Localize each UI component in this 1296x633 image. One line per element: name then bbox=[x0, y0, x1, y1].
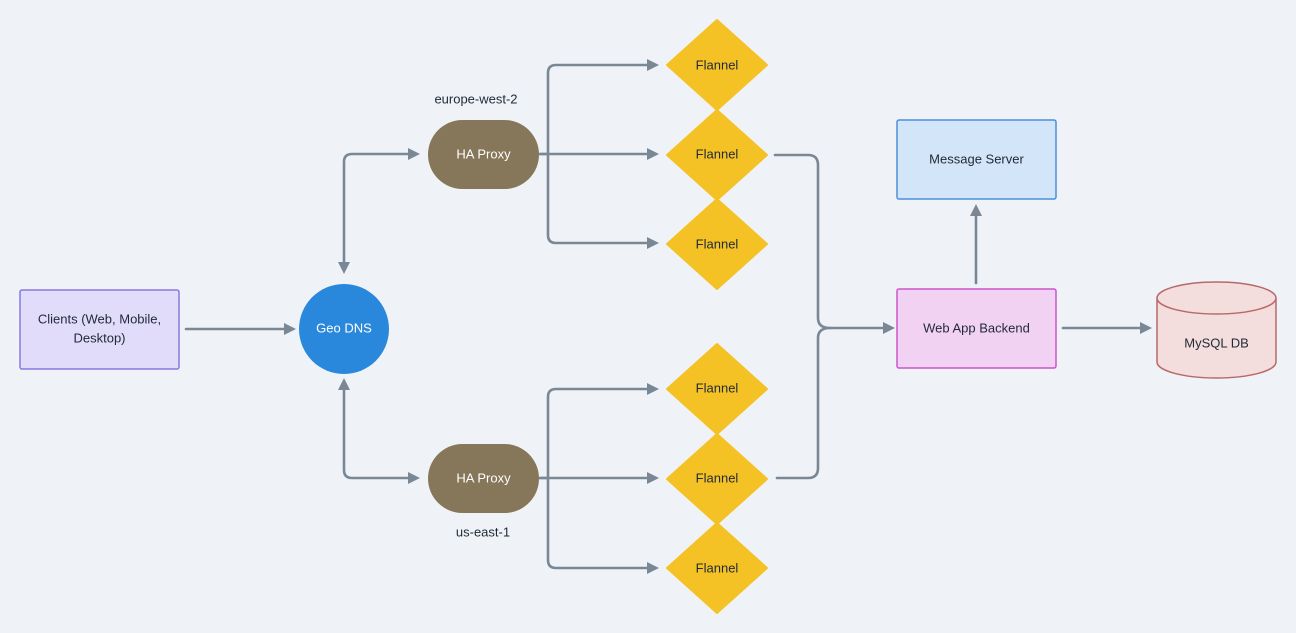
flannel-node-4: Flannel bbox=[666, 343, 768, 435]
clients-box bbox=[19, 289, 180, 370]
flannel-label-3: Flannel bbox=[696, 236, 739, 251]
edge-geo-dns-to-ha-proxy-us bbox=[342, 388, 410, 480]
ha-proxy-europe-label: HA Proxy bbox=[456, 146, 511, 161]
arrowhead-message-server bbox=[970, 204, 982, 216]
arrowhead-mysql bbox=[1140, 322, 1152, 334]
edge-geo-dns-to-ha-proxy-europe bbox=[342, 152, 410, 264]
arrowhead-geo-dns-down bbox=[338, 378, 350, 390]
ha-proxy-europe-pill bbox=[428, 120, 539, 189]
arrowhead-flannel-6 bbox=[647, 562, 659, 574]
flannel-diamond-3 bbox=[666, 198, 768, 290]
ha-proxy-europe-node: HA Proxy bbox=[428, 120, 539, 189]
arrowhead-flannel-3 bbox=[647, 237, 659, 249]
flannel-label-6: Flannel bbox=[696, 560, 739, 575]
geo-dns-label: Geo DNS bbox=[316, 320, 372, 335]
arrowhead-flannel-1 bbox=[647, 59, 659, 71]
flannel-node-6: Flannel bbox=[666, 522, 768, 614]
flannel-label-5: Flannel bbox=[696, 470, 739, 485]
arrowhead-flannel-5 bbox=[647, 472, 659, 484]
ha-proxy-us-pill bbox=[428, 444, 539, 513]
mysql-db-cylinder-top bbox=[1156, 281, 1277, 315]
flannel-node-1: Flannel bbox=[666, 19, 768, 111]
flannel-label-4: Flannel bbox=[696, 380, 739, 395]
geo-dns-circle bbox=[299, 284, 389, 374]
flannel-diamond-6 bbox=[666, 522, 768, 614]
flannel-label-1: Flannel bbox=[696, 57, 739, 72]
message-server-label: Message Server bbox=[929, 151, 1024, 166]
clients-label-line-1: Clients (Web, Mobile, bbox=[38, 311, 161, 326]
arrowhead-backend bbox=[883, 322, 895, 334]
clients-label-line-2: Desktop) bbox=[73, 330, 125, 345]
ha-proxy-us-node: HA Proxy bbox=[428, 444, 539, 513]
edge-flannel-2-to-backend bbox=[773, 153, 885, 330]
clients-node: Clients (Web, Mobile, Desktop) bbox=[19, 289, 180, 370]
mysql-db-label: MySQL DB bbox=[1184, 335, 1249, 350]
ha-proxy-us-label: HA Proxy bbox=[456, 470, 511, 485]
flannel-node-2: Flannel bbox=[666, 109, 768, 201]
edge-ha-proxy-us-to-flannel-6 bbox=[546, 476, 649, 570]
connectors bbox=[184, 59, 1152, 574]
arrowhead-ha-proxy-us bbox=[408, 472, 420, 484]
flannel-label-2: Flannel bbox=[696, 146, 739, 161]
mysql-db-node: MySQL DB bbox=[1156, 281, 1277, 379]
geo-dns-node: Geo DNS bbox=[299, 284, 389, 374]
arrowhead-geo-dns bbox=[284, 323, 296, 335]
web-app-backend-label: Web App Backend bbox=[923, 320, 1030, 335]
message-server-box bbox=[896, 119, 1057, 200]
arrowhead-ha-proxy-europe bbox=[408, 148, 420, 160]
web-app-backend-node: Web App Backend bbox=[896, 288, 1057, 369]
flannel-node-5: Flannel bbox=[666, 433, 768, 525]
arrowhead-geo-dns-up bbox=[338, 262, 350, 274]
web-app-backend-box bbox=[896, 288, 1057, 369]
arrowhead-flannel-4 bbox=[647, 383, 659, 395]
arrowhead-flannel-2 bbox=[647, 148, 659, 160]
flannel-node-3: Flannel bbox=[666, 198, 768, 290]
edge-ha-proxy-us-to-flannel-4 bbox=[538, 387, 649, 480]
edge-flannel-5-to-backend bbox=[775, 326, 832, 480]
region-label-europe-west-2: europe-west-2 bbox=[434, 91, 517, 106]
edge-ha-proxy-europe-to-flannel-3 bbox=[546, 152, 649, 245]
message-server-node: Message Server bbox=[896, 119, 1057, 200]
edge-ha-proxy-europe-to-flannel-1 bbox=[538, 63, 649, 156]
mysql-db-cylinder-body bbox=[1156, 298, 1277, 379]
region-label-us-east-1: us-east-1 bbox=[456, 524, 510, 539]
